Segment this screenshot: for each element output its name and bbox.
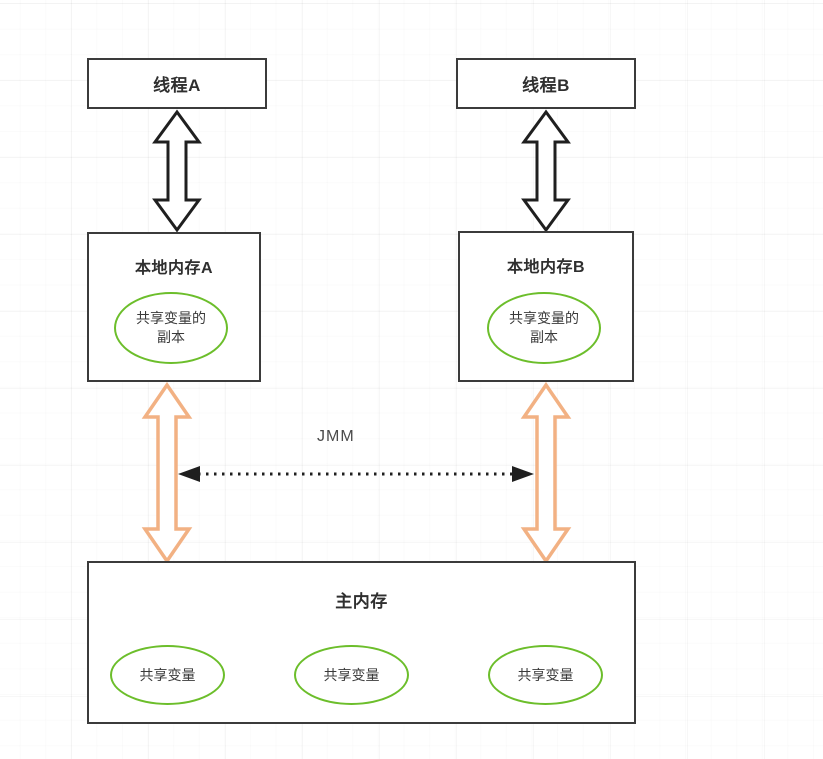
local-memory-b-variable-copy-line1: 共享变量的 xyxy=(509,310,579,327)
node-thread-a[interactable]: 线程A xyxy=(87,58,267,109)
main-memory-variable-1[interactable]: 共享变量 xyxy=(110,645,225,705)
local-memory-a-variable-copy[interactable]: 共享变量的 副本 xyxy=(114,292,228,364)
connector-thread-a-to-local-a-icon xyxy=(152,109,202,233)
main-memory-variable-1-label: 共享变量 xyxy=(139,666,196,683)
local-memory-a-label: 本地内存A xyxy=(134,260,214,277)
node-thread-b[interactable]: 线程B xyxy=(456,58,636,109)
main-memory-variable-3-label: 共享变量 xyxy=(517,666,574,683)
local-memory-a-variable-copy-line1: 共享变量的 xyxy=(136,310,206,327)
connector-local-a-to-local-b-icon xyxy=(178,466,534,482)
connector-thread-b-to-local-b-icon xyxy=(521,109,571,233)
jmm-label: JMM xyxy=(317,428,355,445)
main-memory-variable-3[interactable]: 共享变量 xyxy=(488,645,603,705)
main-memory-variable-2[interactable]: 共享变量 xyxy=(294,645,409,705)
thread-a-label: 线程A xyxy=(153,76,201,95)
thread-b-label: 线程B xyxy=(522,76,570,95)
local-memory-b-variable-copy[interactable]: 共享变量的 副本 xyxy=(487,292,601,364)
main-memory-variable-2-label: 共享变量 xyxy=(323,666,380,683)
main-memory-label: 主内存 xyxy=(335,592,388,611)
local-memory-b-label: 本地内存B xyxy=(506,259,586,276)
local-memory-b-variable-copy-line2: 副本 xyxy=(530,329,558,345)
local-memory-a-variable-copy-line2: 副本 xyxy=(157,329,185,345)
